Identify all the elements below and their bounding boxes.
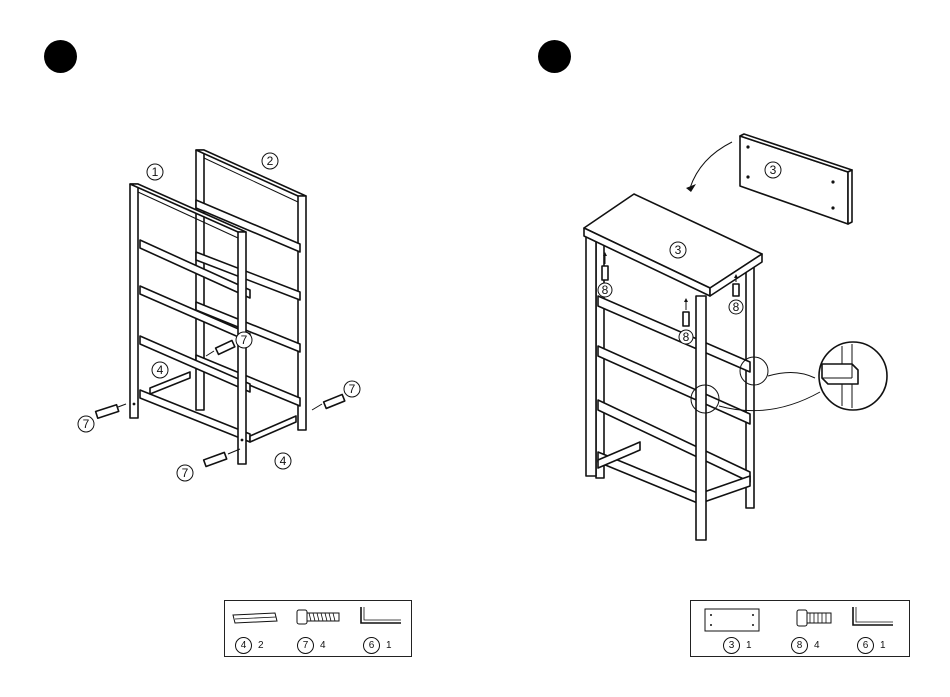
callout-part-7-d: 7 [177, 465, 193, 481]
dowel-icon [795, 607, 835, 629]
step-1-drawing [96, 150, 345, 467]
part-4-label: 4 2 [235, 637, 264, 654]
part-quantity: 2 [258, 640, 264, 651]
callout-part-4-a: 4 [152, 362, 168, 378]
screw-icon [295, 607, 343, 627]
part-quantity: 4 [320, 640, 326, 651]
callout-part-2: 2 [262, 153, 278, 169]
step-2-drawing [584, 134, 887, 540]
callout-part-8-a: 8 [598, 283, 612, 297]
step-2-parts-list: 3 1 8 4 6 1 [690, 600, 910, 657]
allen-key-icon [357, 605, 405, 629]
detail-zoom [819, 342, 887, 410]
svg-text:3: 3 [770, 163, 777, 177]
part-number: 6 [857, 637, 874, 654]
part-number: 4 [235, 637, 252, 654]
svg-text:8: 8 [683, 330, 690, 344]
part-number: 6 [363, 637, 380, 654]
callout-part-8-c: 8 [729, 300, 743, 314]
callout-part-7-a: 7 [78, 416, 94, 432]
back-side-frame [196, 150, 306, 430]
callout-part-8-b: 8 [679, 330, 693, 344]
top-panel-icon [703, 607, 763, 633]
svg-text:4: 4 [280, 454, 287, 468]
svg-text:8: 8 [733, 300, 740, 314]
svg-text:1: 1 [152, 165, 159, 179]
svg-text:7: 7 [349, 382, 356, 396]
allen-key-icon [849, 605, 897, 631]
screw-left [96, 404, 126, 418]
top-panel-loose [740, 134, 852, 224]
part-7-label: 7 4 [297, 637, 326, 654]
part-6-label: 6 1 [857, 637, 886, 654]
callout-part-4-b: 4 [275, 453, 291, 469]
svg-text:3: 3 [675, 243, 682, 257]
part-number: 3 [723, 637, 740, 654]
screw-right [312, 394, 345, 410]
screw-bottom [204, 449, 240, 467]
part-6-label: 6 1 [363, 637, 392, 654]
svg-text:2: 2 [267, 154, 274, 168]
svg-text:4: 4 [157, 363, 164, 377]
callout-part-3-mounted: 3 [670, 242, 686, 258]
part-3-label: 3 1 [723, 637, 752, 654]
svg-text:8: 8 [602, 283, 609, 297]
part-number: 7 [297, 637, 314, 654]
part-quantity: 1 [880, 640, 886, 651]
callout-part-7-b: 7 [344, 381, 360, 397]
svg-text:7: 7 [83, 417, 90, 431]
svg-text:7: 7 [182, 466, 189, 480]
shelf-rail-icon [231, 611, 279, 627]
part-8-label: 8 4 [791, 637, 820, 654]
part-quantity: 1 [386, 640, 392, 651]
callout-part-7-c: 7 [236, 332, 252, 348]
part-quantity: 1 [746, 640, 752, 651]
step-1-parts-list: 4 2 7 4 6 1 [224, 600, 412, 657]
svg-text:7: 7 [241, 333, 248, 347]
part-number: 8 [791, 637, 808, 654]
callout-part-3-loose: 3 [765, 162, 781, 178]
callout-part-1: 1 [147, 164, 163, 180]
part-quantity: 4 [814, 640, 820, 651]
screw-middle [206, 340, 235, 356]
